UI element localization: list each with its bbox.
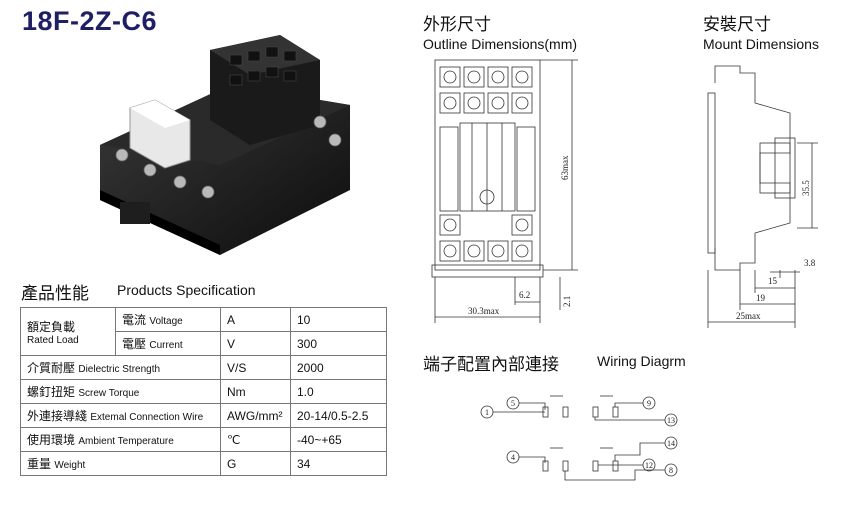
- relay-socket-photo: [100, 35, 350, 255]
- row-label-en: Ambient Temperature: [78, 436, 174, 447]
- row-label-en: Voltage: [149, 316, 183, 327]
- row-label-zh: 使用環境: [27, 433, 76, 447]
- row-value: 300: [290, 331, 387, 356]
- outline-drawing: 63max 30.3max 6.2 2.1: [431, 59, 578, 323]
- row-value: 2000: [290, 355, 387, 380]
- row-label-en: Screw Torque: [78, 388, 140, 399]
- row-unit: Nm: [220, 379, 291, 404]
- terminal-8: 8: [669, 466, 673, 475]
- row-unit: V: [220, 331, 291, 356]
- row-label-zh: 電流: [122, 313, 147, 327]
- row-value: 20-14/0.5-2.5: [290, 403, 387, 428]
- row-label-en: Dielectric Strength: [78, 364, 161, 375]
- product-model-title: 18F-2Z-C6: [22, 6, 158, 36]
- row-label-zh: 螺釘扭矩: [27, 385, 76, 399]
- row-label-zh: 重量: [27, 457, 52, 471]
- spec-title-en: Products Specification: [117, 282, 256, 298]
- terminal-4: 4: [511, 453, 515, 462]
- row-unit: ℃: [220, 427, 291, 452]
- mount-title-en: Mount Dimensions: [703, 36, 819, 52]
- terminal-5: 5: [511, 399, 515, 408]
- rated-load-zh: 額定負載: [27, 319, 76, 334]
- dim-25max: 25max: [736, 311, 761, 321]
- outline-title-en: Outline Dimensions(mm): [423, 36, 578, 52]
- row-value: 10: [290, 307, 387, 332]
- row-label-en: Extemal Connection Wire: [90, 412, 204, 423]
- terminal-14: 14: [667, 439, 675, 448]
- table-row: 電壓 Current V 300: [21, 331, 387, 356]
- table-row: 螺釘扭矩 Screw Torque Nm 1.0: [20, 379, 387, 404]
- wiring-title-en: Wiring Diagrm: [597, 353, 686, 369]
- rated-load-en: Rated Load: [27, 334, 79, 346]
- row-label-zh: 外連接導綫: [27, 409, 88, 423]
- outline-title-zh: 外形尺寸: [423, 15, 491, 35]
- table-row: 額定負載 Rated Load 電流 Voltage A 10: [20, 307, 387, 356]
- table-row: 外連接導綫 Extemal Connection Wire AWG/mm² 20…: [20, 403, 387, 428]
- row-value: 34: [290, 451, 387, 476]
- dim-2-1: 2.1: [562, 296, 572, 307]
- row-label-en: Weight: [54, 460, 86, 471]
- row-value: -40~+65: [290, 427, 387, 452]
- spec-title-zh: 產品性能: [21, 284, 89, 304]
- dim-3-8: 3.8: [804, 258, 816, 268]
- terminal-13: 13: [667, 416, 675, 425]
- row-label-zh: 電壓: [122, 337, 147, 351]
- dim-19: 19: [756, 293, 766, 303]
- wiring-title-zh: 端子配置內部連接: [423, 355, 559, 375]
- row-unit: A: [220, 307, 291, 332]
- dim-15: 15: [768, 276, 778, 286]
- table-row: 使用環境 Ambient Temperature ℃ -40~+65: [20, 427, 387, 452]
- rated-load-cell: 額定負載 Rated Load: [20, 307, 116, 356]
- row-unit: AWG/mm²: [220, 403, 291, 428]
- dim-35-5: 35.5: [801, 180, 811, 196]
- terminal-9: 9: [647, 399, 651, 408]
- mount-title-zh: 安裝尺寸: [703, 15, 771, 35]
- row-unit: G: [220, 451, 291, 476]
- mount-drawing: 35.5 3.8 15 19 25max: [707, 65, 818, 328]
- terminal-12: 12: [645, 461, 653, 470]
- row-unit: V/S: [220, 355, 291, 380]
- table-row: 重量 Weight G 34: [20, 451, 387, 476]
- spec-table: 額定負載 Rated Load 電流 Voltage A 10 電壓 Curre…: [20, 307, 387, 476]
- row-value: 1.0: [290, 379, 387, 404]
- wiring-diagram: 1 5 9 13 4 8 12 14: [480, 395, 678, 481]
- row-label-en: Current: [149, 340, 183, 351]
- row-label-zh: 介質耐壓: [27, 361, 76, 375]
- table-row: 介質耐壓 Dielectric Strength V/S 2000: [20, 355, 387, 380]
- dim-63max: 63max: [560, 155, 570, 180]
- terminal-1: 1: [485, 408, 489, 417]
- dim-30-3max: 30.3max: [468, 306, 500, 316]
- dim-6-2: 6.2: [519, 290, 530, 300]
